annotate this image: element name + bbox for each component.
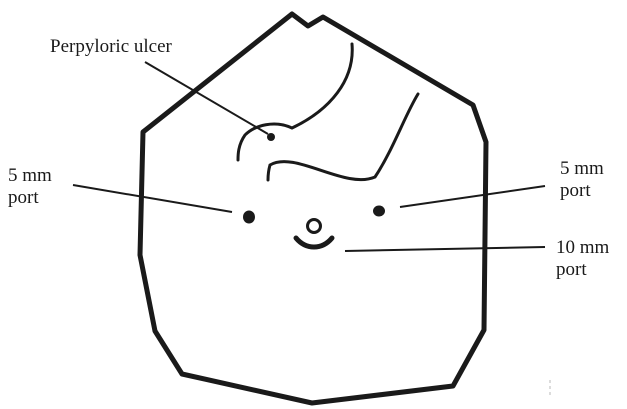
right-5mm-port bbox=[373, 206, 385, 217]
left-port-word: port bbox=[8, 187, 52, 209]
stomach-outline-upper bbox=[238, 44, 352, 160]
left-port-label: 5 mm port bbox=[8, 165, 52, 209]
center-port-size: 10 mm bbox=[556, 237, 609, 259]
center-port-label: 10 mm port bbox=[556, 237, 609, 281]
left-5mm-port bbox=[243, 211, 255, 224]
left-port-size: 5 mm bbox=[8, 165, 52, 187]
right-port-word: port bbox=[560, 180, 604, 202]
umbilical-10mm-port-ring bbox=[308, 220, 321, 233]
umbilical-10mm-port-incision bbox=[296, 238, 332, 247]
center-port-word: port bbox=[556, 259, 609, 281]
right-port-label: 5 mm port bbox=[560, 158, 604, 202]
perpyloric-ulcer-label: Perpyloric ulcer bbox=[50, 36, 172, 58]
right-port-leader-line bbox=[400, 186, 545, 207]
abdomen-outline bbox=[140, 14, 486, 403]
left-port-leader-line bbox=[73, 185, 232, 212]
ulcer-leader-line bbox=[145, 62, 268, 134]
stomach-outline-lower bbox=[268, 94, 418, 180]
center-port-leader-line bbox=[345, 247, 545, 251]
right-port-size: 5 mm bbox=[560, 158, 604, 180]
perpyloric-ulcer-marker bbox=[267, 133, 275, 141]
